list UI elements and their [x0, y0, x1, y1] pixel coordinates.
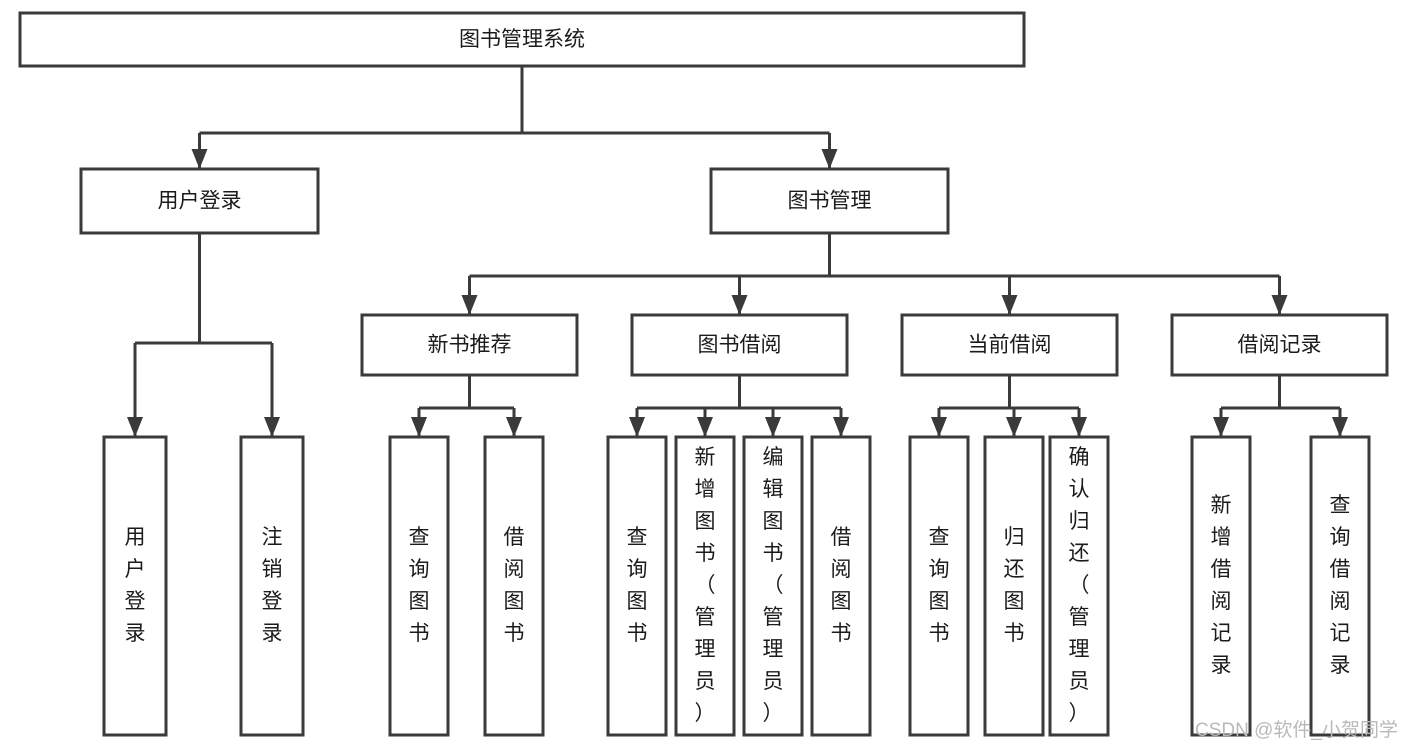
node-label-leaf-add-borrow-record: 新增借阅记录 [1211, 494, 1232, 677]
arrow-head-icon [1332, 417, 1348, 437]
node-box-leaf-user-login[interactable] [102, 435, 168, 737]
node-box-book-management[interactable] [709, 167, 950, 235]
node-box-leaf-add-book-admin[interactable] [674, 435, 736, 737]
node-box-leaf-borrow-book[interactable] [810, 435, 872, 737]
node-box-new-book-recommend[interactable] [360, 313, 579, 377]
arrow-head-icon [697, 417, 713, 437]
node-label-leaf-edit-book-admin: 编辑图书（管理员） [763, 446, 784, 725]
arrow-head-icon [506, 417, 522, 437]
node-new-book-recommend[interactable]: 新书推荐 [360, 313, 579, 377]
node-current-borrow[interactable]: 当前借阅 [900, 313, 1119, 377]
node-box-leaf-borrow-book-recommend[interactable] [483, 435, 545, 737]
node-leaf-query-book-recommend[interactable]: 查询图书 [388, 435, 450, 737]
node-book-management[interactable]: 图书管理 [709, 167, 950, 235]
node-label-leaf-query-book: 查询图书 [627, 526, 648, 645]
node-label-leaf-query-borrow-record: 查询借阅记录 [1330, 494, 1351, 677]
node-box-book-borrow[interactable] [630, 313, 849, 377]
node-leaf-add-borrow-record[interactable]: 新增借阅记录 [1190, 435, 1252, 737]
arrow-head-icon [461, 295, 478, 315]
arrow-head-icon [264, 417, 280, 437]
arrow-head-icon [629, 417, 645, 437]
node-label-leaf-query-book-recommend: 查询图书 [409, 526, 430, 645]
node-leaf-query-borrow-record[interactable]: 查询借阅记录 [1309, 435, 1371, 737]
csdn-watermark: CSDN @软件_小贺同学 [1195, 719, 1398, 741]
node-layer: 图书管理系统用户登录图书管理新书推荐图书借阅当前借阅借阅记录用户登录注销登录查询… [18, 11, 1389, 737]
node-leaf-borrow-book-recommend[interactable]: 借阅图书 [483, 435, 545, 737]
node-label-user-login: 用户登录 [158, 190, 242, 213]
arrow-head-icon [833, 417, 849, 437]
node-label-leaf-query-book-current: 查询图书 [929, 526, 950, 645]
node-box-leaf-query-book-recommend[interactable] [388, 435, 450, 737]
arrow-head-icon [1271, 295, 1288, 315]
node-label-leaf-add-book-admin: 新增图书（管理员） [695, 446, 716, 725]
node-label-borrow-records: 借阅记录 [1238, 334, 1322, 357]
arrow-head-icon [1071, 417, 1087, 437]
arrow-head-icon [1001, 295, 1018, 315]
node-label-leaf-return-book: 归还图书 [1004, 526, 1025, 645]
node-leaf-borrow-book[interactable]: 借阅图书 [810, 435, 872, 737]
arrow-head-icon [765, 417, 781, 437]
node-label-root: 图书管理系统 [459, 28, 585, 51]
node-label-leaf-user-login: 用户登录 [125, 526, 146, 645]
node-label-leaf-borrow-book-recommend: 借阅图书 [504, 526, 525, 645]
node-box-leaf-logout[interactable] [239, 435, 305, 737]
connector-layer [127, 66, 1348, 437]
node-label-leaf-borrow-book: 借阅图书 [831, 526, 852, 645]
arrow-head-icon [127, 417, 143, 437]
node-box-current-borrow[interactable] [900, 313, 1119, 377]
node-box-leaf-return-book[interactable] [983, 435, 1045, 737]
arrow-head-icon [1213, 417, 1229, 437]
node-borrow-records[interactable]: 借阅记录 [1170, 313, 1389, 377]
arrow-head-icon [411, 417, 427, 437]
node-leaf-query-book[interactable]: 查询图书 [606, 435, 668, 737]
node-box-leaf-query-borrow-record[interactable] [1309, 435, 1371, 737]
node-box-leaf-confirm-return-admin[interactable] [1048, 435, 1110, 737]
node-label-book-borrow: 图书借阅 [698, 334, 782, 357]
arrow-head-icon [821, 149, 838, 169]
node-leaf-add-book-admin[interactable]: 新增图书（管理员） [674, 435, 736, 737]
node-leaf-return-book[interactable]: 归还图书 [983, 435, 1045, 737]
node-book-borrow[interactable]: 图书借阅 [630, 313, 849, 377]
node-leaf-confirm-return-admin[interactable]: 确认归还（管理员） [1048, 435, 1110, 737]
node-leaf-logout[interactable]: 注销登录 [239, 435, 305, 737]
arrow-head-icon [191, 149, 208, 169]
arrow-head-icon [1006, 417, 1022, 437]
arrow-head-icon [931, 417, 947, 437]
node-leaf-user-login[interactable]: 用户登录 [102, 435, 168, 737]
node-box-leaf-query-book[interactable] [606, 435, 668, 737]
node-user-login[interactable]: 用户登录 [79, 167, 320, 235]
node-box-root[interactable] [18, 11, 1026, 68]
node-leaf-edit-book-admin[interactable]: 编辑图书（管理员） [742, 435, 804, 737]
node-label-new-book-recommend: 新书推荐 [428, 334, 512, 357]
node-label-current-borrow: 当前借阅 [968, 334, 1052, 357]
node-leaf-query-book-current[interactable]: 查询图书 [908, 435, 970, 737]
node-label-leaf-logout: 注销登录 [262, 526, 283, 645]
node-box-user-login[interactable] [79, 167, 320, 235]
node-label-book-management: 图书管理 [788, 190, 872, 213]
node-root[interactable]: 图书管理系统 [18, 11, 1026, 68]
arrow-head-icon [731, 295, 748, 315]
node-box-leaf-query-book-current[interactable] [908, 435, 970, 737]
node-label-leaf-confirm-return-admin: 确认归还（管理员） [1069, 446, 1090, 725]
node-box-leaf-edit-book-admin[interactable] [742, 435, 804, 737]
node-box-leaf-add-borrow-record[interactable] [1190, 435, 1252, 737]
node-box-borrow-records[interactable] [1170, 313, 1389, 377]
